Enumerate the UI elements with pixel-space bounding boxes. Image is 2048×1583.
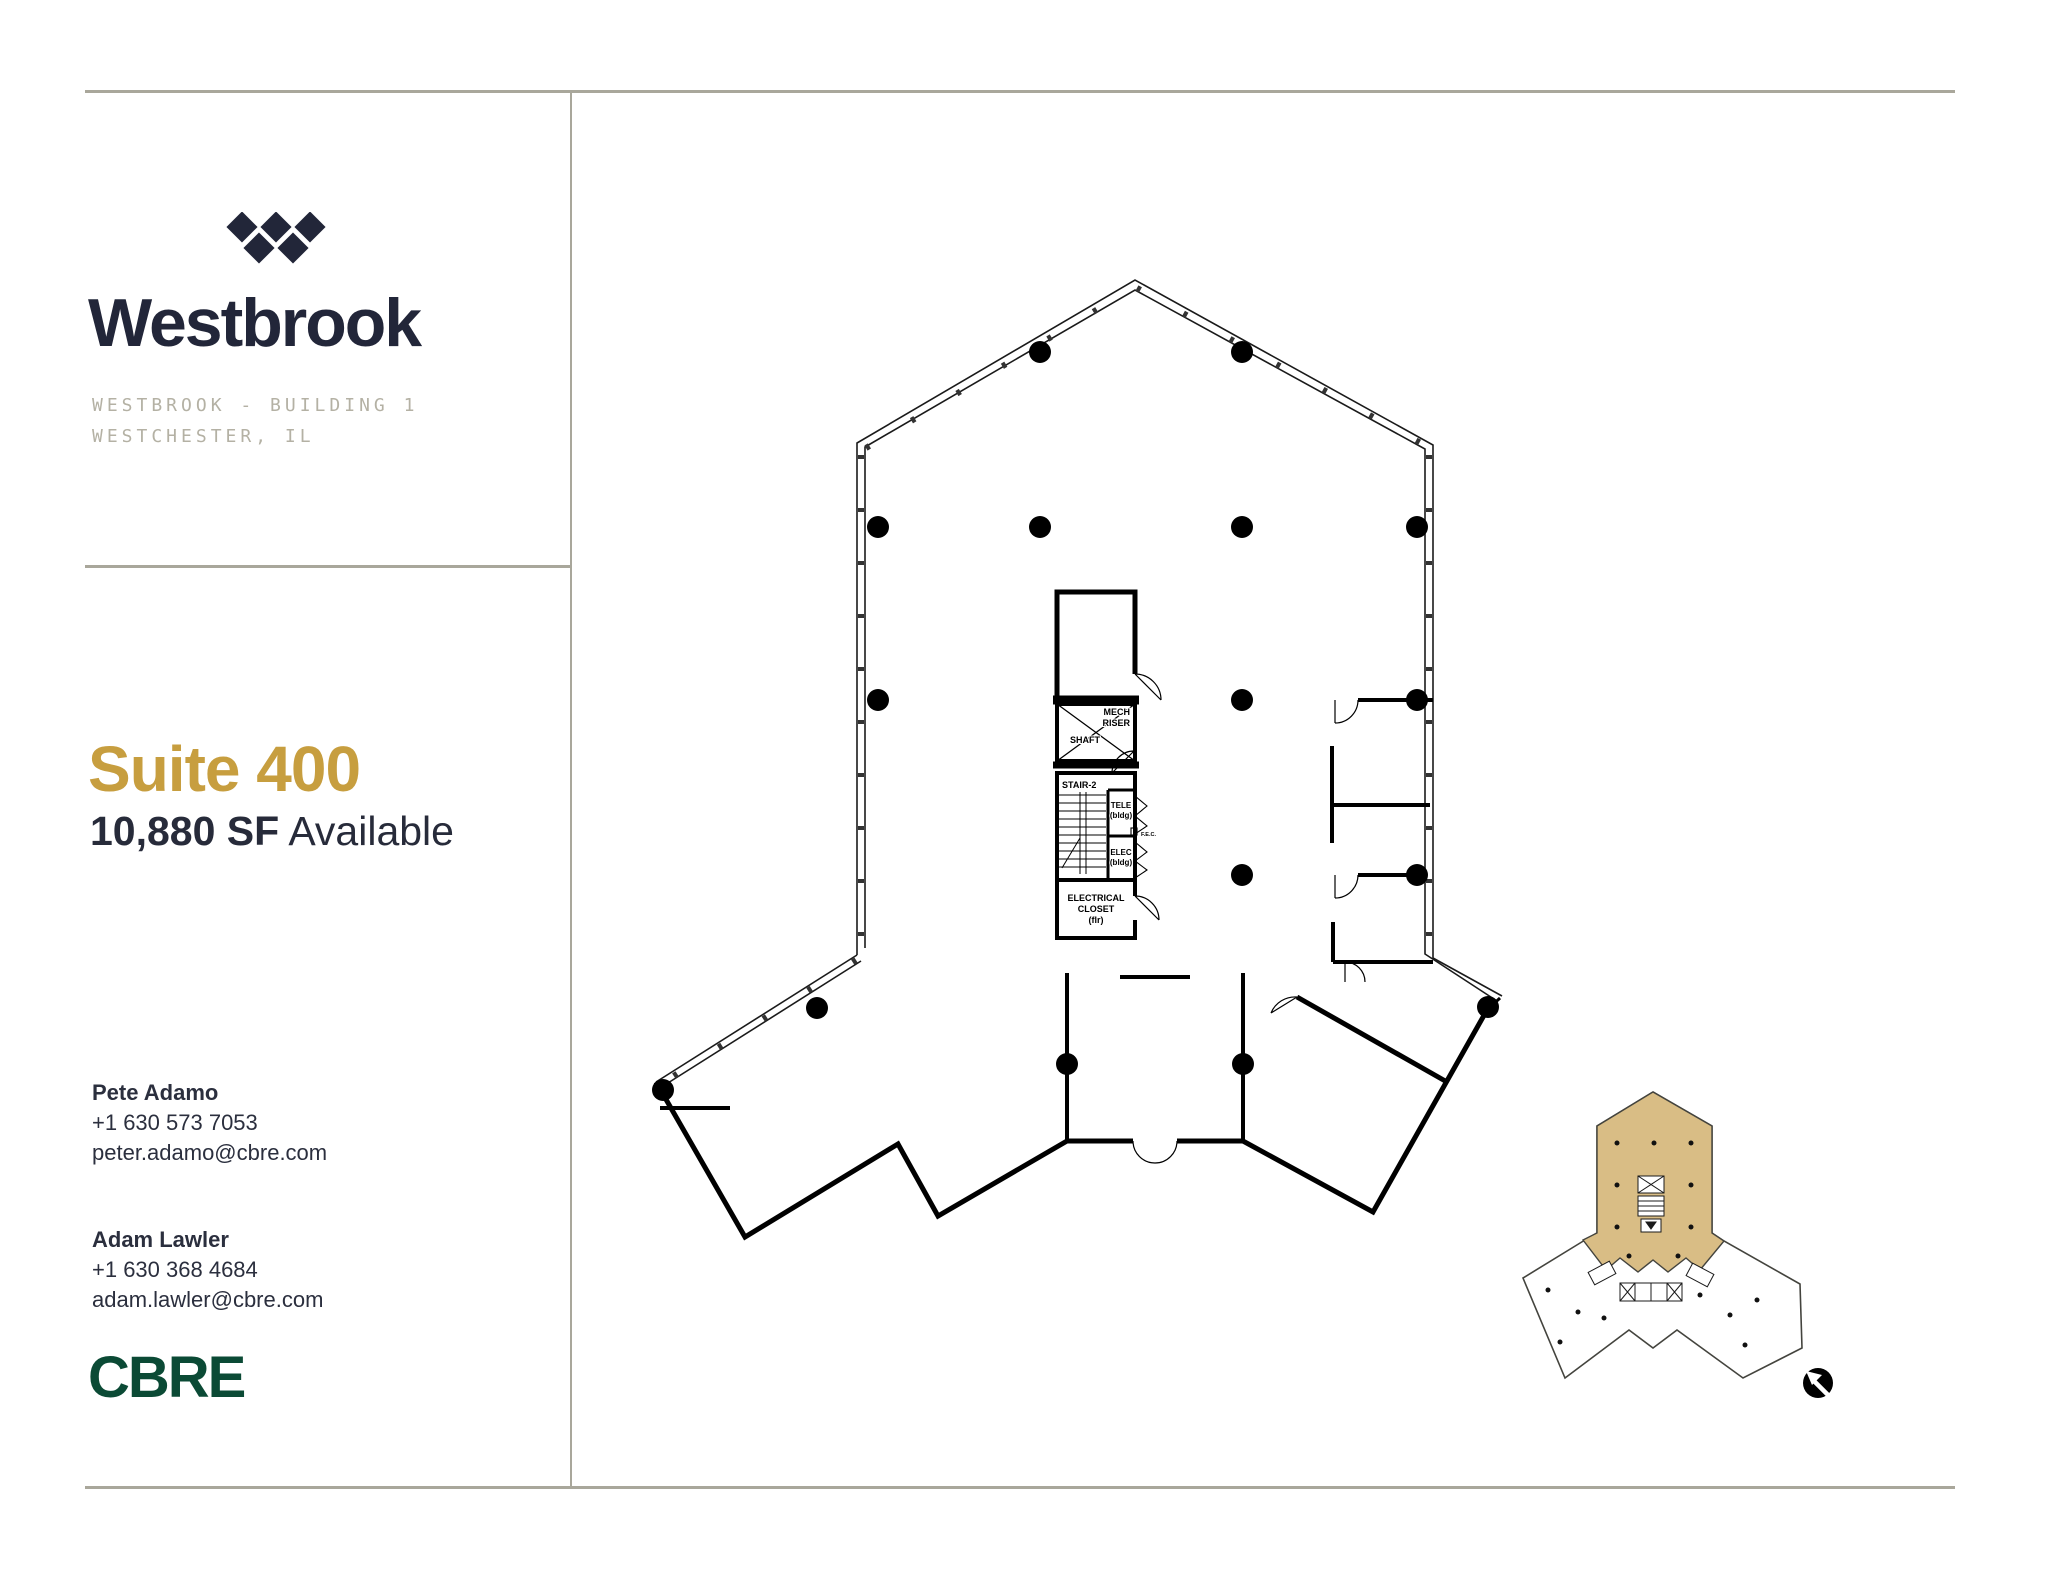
core-doors [1130, 795, 1148, 879]
cbre-logo: CBRE [88, 1345, 246, 1410]
room-label-electrical-closet: ELECTRICAL [1068, 893, 1125, 903]
room-label-electrical-closet: (flr) [1089, 915, 1104, 925]
core-labels: MECH RISER SHAFT STAIR-2 TELE (bldg) F.E… [1061, 706, 1157, 926]
shaft-room [1053, 702, 1139, 769]
property-location: WESTCHESTER, IL [92, 426, 315, 447]
core-top-room [1053, 589, 1162, 705]
westbrook-wordmark: Westbrook [88, 285, 422, 361]
property-info: WESTBROOK - BUILDING 1 WESTCHESTER, IL [92, 390, 418, 452]
contact-name: Adam Lawler [92, 1227, 229, 1252]
top-rule [85, 90, 1955, 93]
suite-boundary [653, 994, 1502, 1241]
room-label-stair: STAIR-2 [1062, 780, 1096, 790]
contact-phone: +1 630 573 7053 [92, 1110, 258, 1135]
suite-availability: Available [288, 808, 454, 854]
contact-email[interactable]: peter.adamo@cbre.com [92, 1140, 328, 1165]
suite-availability-line: 10,880 SF Available [90, 808, 454, 855]
room-label-fec: F.E.C. [1141, 832, 1156, 838]
key-plan-columns [1545, 1140, 1760, 1348]
property-name: WESTBROOK - BUILDING 1 [92, 395, 419, 416]
room-label-shaft: SHAFT [1070, 735, 1100, 745]
sidebar-rule [85, 565, 571, 568]
stair-room [1055, 750, 1137, 882]
room-label-elec: (bldg) [1110, 858, 1133, 867]
contact-email[interactable]: adam.lawler@cbre.com [92, 1287, 324, 1312]
suite-title: Suite 400 [88, 733, 361, 805]
room-label-tele: (bldg) [1110, 811, 1133, 820]
room-label-electrical-closet: CLOSET [1078, 904, 1115, 914]
contact-phone: +1 630 368 4684 [92, 1257, 258, 1282]
room-label-elec: ELEC [1110, 848, 1132, 857]
bottom-rule [85, 1486, 1955, 1489]
electrical-closet [1055, 880, 1160, 940]
room-label-tele: TELE [1111, 801, 1132, 810]
building-envelope [655, 279, 1503, 1089]
contact-card: Pete Adamo +1 630 573 7053 peter.adamo@c… [92, 1078, 327, 1168]
north-arrow-icon [1803, 1368, 1833, 1398]
westbrook-diamonds-icon [223, 212, 329, 267]
core: MECH RISER SHAFT STAIR-2 TELE (bldg) F.E… [1053, 589, 1162, 940]
contacts: Pete Adamo +1 630 573 7053 peter.adamo@c… [92, 1078, 327, 1372]
key-plan [1521, 1091, 1833, 1398]
room-label-mech-riser: MECH [1104, 707, 1131, 717]
contact-name: Pete Adamo [92, 1080, 219, 1105]
vertical-divider [570, 90, 572, 1489]
suite-area: 10,880 SF [90, 808, 280, 854]
sidebar: Westbrook WESTBROOK - BUILDING 1 WESTCHE… [0, 0, 571, 1583]
door-swings [1132, 699, 1366, 1164]
key-plan-core [1587, 1175, 1715, 1302]
room-label-mech-riser: RISER [1102, 718, 1130, 728]
mullion-ticks [659, 285, 1432, 1087]
interior-walls [660, 698, 1433, 1141]
columns [652, 341, 1499, 1101]
contact-card: Adam Lawler +1 630 368 4684 adam.lawler@… [92, 1225, 327, 1315]
